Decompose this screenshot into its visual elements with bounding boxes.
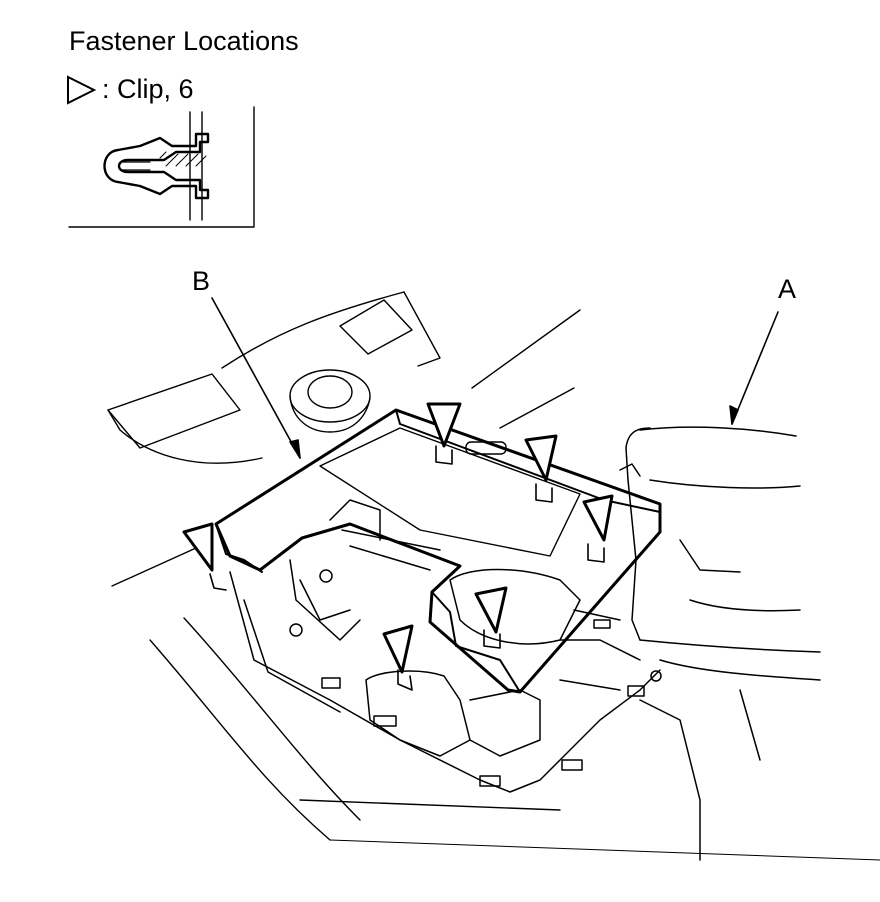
diagram-title: Fastener Locations	[69, 26, 299, 56]
clip-marker-2	[524, 434, 558, 482]
trim-panel-b	[209, 408, 662, 694]
clip-marker-4	[474, 586, 508, 634]
callout-label-a: A	[778, 274, 797, 304]
clip-detail-inset	[68, 106, 255, 228]
callout-leaders	[211, 297, 779, 459]
clip-marker-6	[182, 522, 214, 572]
clip-marker-5	[382, 624, 414, 674]
clip-marker-1	[426, 402, 462, 448]
legend-text: : Clip, 6	[102, 74, 194, 104]
legend: : Clip, 6	[66, 74, 194, 105]
clip-triangle-icon	[67, 74, 96, 105]
console-armrest-a	[619, 426, 821, 861]
clip-marker-3	[582, 494, 614, 542]
clip-markers	[182, 402, 614, 674]
console-surroundings	[107, 291, 880, 861]
callout-label-b: B	[192, 266, 211, 296]
